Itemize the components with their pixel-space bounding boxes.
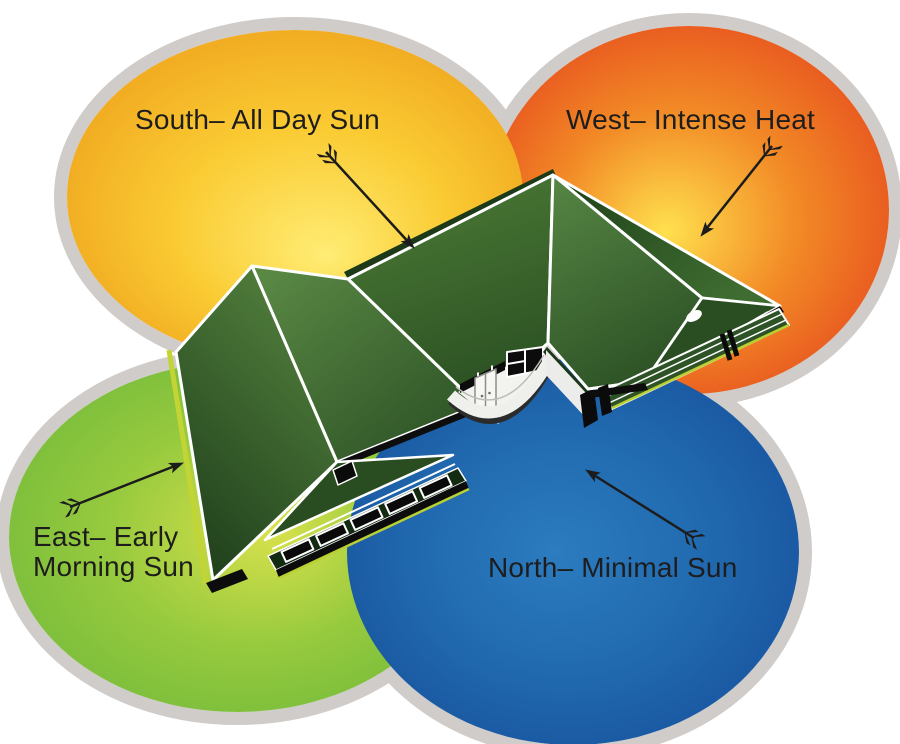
patio-step-edge: [455, 354, 545, 401]
west-arrow: [696, 135, 783, 241]
east-arrow: [59, 457, 186, 518]
south-arrow: [316, 143, 419, 253]
front-gable-face: [263, 453, 455, 542]
west-label: West– Intense Heat: [566, 104, 815, 135]
house-illustration: [166, 169, 790, 593]
siding-eave-accent: [611, 323, 790, 410]
door-handle: [480, 394, 484, 398]
front-window: [384, 490, 419, 515]
front-window: [315, 522, 349, 547]
window-band-shadow: [276, 481, 469, 578]
front-window: [349, 506, 384, 531]
left-wing-eave-shadow: [337, 405, 481, 468]
window-mullion: [506, 360, 526, 365]
middle-roof-fascia: [344, 169, 556, 279]
downspout: [726, 329, 740, 357]
front-window: [280, 538, 315, 563]
north-label: North– Minimal Sun: [488, 552, 738, 583]
arrow-shaft: [588, 470, 695, 540]
left-wing-roof-west-plane: [174, 264, 339, 582]
arrow-shaft: [69, 462, 181, 509]
north-zone-circle: [347, 359, 799, 744]
attic-vent: [332, 460, 358, 486]
east-eave-accent: [166, 349, 209, 585]
downspout: [719, 333, 733, 361]
gable-vent: [686, 310, 702, 322]
siding-line: [605, 313, 783, 398]
courtyard-right-wall: [546, 350, 586, 418]
arrow-shaft: [325, 151, 413, 247]
gable-trim: [271, 463, 456, 550]
east-label: East– Early Morning Sun: [33, 521, 194, 582]
gable-corner-shadow: [206, 569, 248, 593]
front-window: [418, 474, 453, 499]
arrow-shaft: [702, 145, 773, 234]
north-arrow: [582, 464, 706, 550]
south-label: South– All Day Sun: [135, 104, 380, 135]
patio-steps: [446, 356, 556, 419]
door-handle: [488, 391, 491, 395]
annotation-arrows: [59, 135, 783, 550]
garage-door-post: [598, 384, 612, 416]
front-eave-accent: [278, 487, 470, 580]
corner-pillar: [580, 388, 598, 428]
